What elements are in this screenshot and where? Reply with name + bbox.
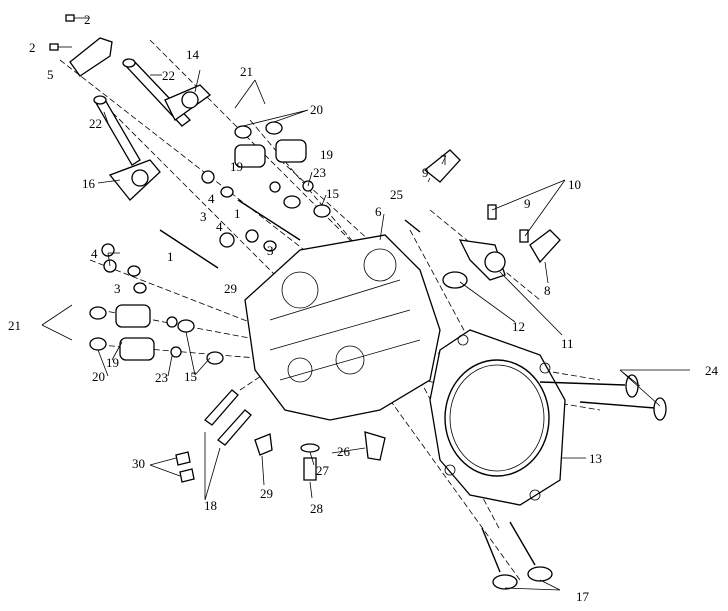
callouts: 2 2 5 22 14 22 21 20 19 19 23 16 4 3 1 1…: [8, 12, 719, 604]
callout: 22: [89, 116, 102, 131]
callout: 23: [313, 165, 326, 180]
retainer-plate: [69, 37, 113, 77]
callout: 3: [114, 281, 121, 296]
callout: 22: [162, 68, 175, 83]
callout: 19: [320, 147, 333, 162]
callout: 26: [337, 444, 351, 459]
callout: 24: [705, 363, 719, 378]
callout: 14: [186, 47, 200, 62]
stud-bolt: [159, 199, 301, 269]
valve-spring: [115, 139, 307, 361]
callout: 1: [234, 206, 241, 221]
callout: 9: [422, 165, 429, 180]
callout: 28: [310, 501, 323, 516]
callout: 3: [200, 209, 207, 224]
callout: 4: [216, 219, 223, 234]
callout: 15: [326, 186, 339, 201]
callout: 2: [84, 12, 91, 27]
callout: 29: [260, 486, 273, 501]
callout: 9: [524, 196, 531, 211]
callout: 23: [155, 370, 168, 385]
leader-lines: [41, 69, 690, 591]
callout: 7: [440, 152, 447, 167]
callout: 12: [512, 319, 525, 334]
callout: 4: [208, 191, 215, 206]
callout: 21: [240, 64, 253, 79]
callout: 4: [91, 246, 98, 261]
callout: 20: [310, 102, 323, 117]
callout: 6: [375, 204, 382, 219]
callout: 10: [568, 177, 581, 192]
callout: 11: [561, 336, 574, 351]
callout: 13: [589, 451, 602, 466]
callout: 25: [390, 187, 403, 202]
callout: 15: [184, 369, 197, 384]
callout: 30: [132, 456, 145, 471]
callout: 17: [576, 589, 590, 604]
callout: 18: [204, 498, 217, 513]
bolt: [49, 14, 88, 51]
rocker-arm: [108, 84, 212, 201]
lower-parts: [175, 389, 386, 483]
water-outlet: [404, 149, 561, 289]
callout: 19: [230, 159, 243, 174]
cylinder-head: [244, 234, 441, 421]
callout: 21: [8, 318, 21, 333]
callout: 3: [267, 243, 274, 258]
head-gasket: [429, 329, 566, 506]
callout: 16: [82, 176, 96, 191]
callout: 8: [544, 283, 551, 298]
callout: 27: [316, 463, 330, 478]
callout: 1: [167, 249, 174, 264]
callout: 19: [106, 355, 119, 370]
callout: 20: [92, 369, 105, 384]
callout: 5: [47, 67, 54, 82]
callout: 29: [224, 281, 237, 296]
callout: 2: [29, 40, 36, 55]
